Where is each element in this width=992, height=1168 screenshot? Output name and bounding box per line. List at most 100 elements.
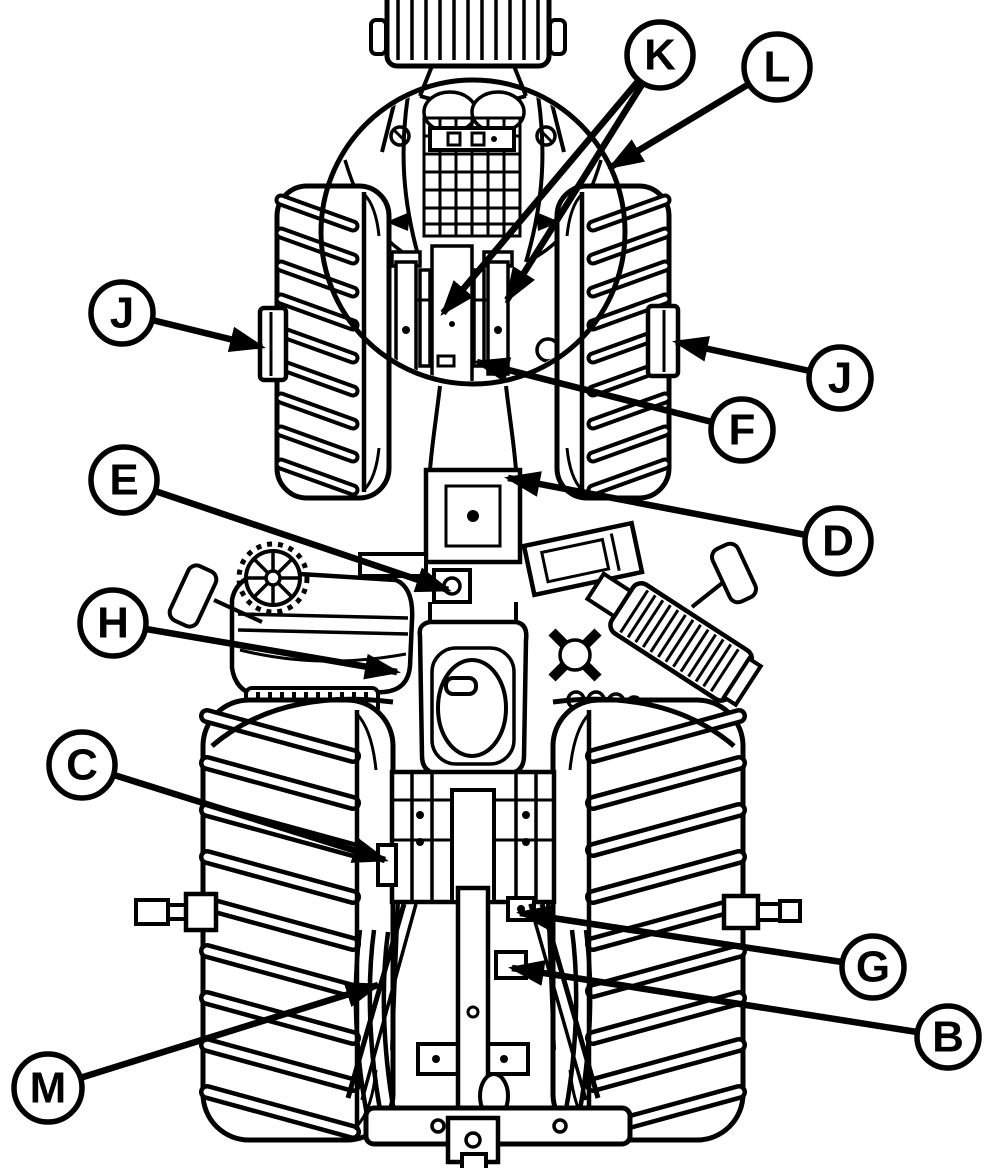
- callout-letter-C: C: [66, 741, 98, 790]
- center-bolt-2: [449, 321, 455, 327]
- drawbar-tip: [460, 1152, 488, 1168]
- crossbar-bolt-right: [552, 1118, 568, 1134]
- leader-arrow-D: [504, 471, 807, 539]
- left-axle-coupler: [134, 891, 219, 933]
- callout-circle-G: [839, 933, 907, 1001]
- coupler-tip: [134, 898, 170, 926]
- housing-bolt-4: [522, 838, 530, 846]
- left-mirror: [167, 563, 263, 629]
- leader-arrow-H: [145, 625, 401, 680]
- fan-hub: [558, 638, 592, 672]
- coupler-tip: [778, 899, 802, 923]
- right-axle-coupler: [721, 893, 802, 931]
- weight-hook-right: [548, 18, 567, 56]
- transmission-tunnel-sides: [428, 385, 518, 471]
- grease-point-right: [494, 326, 502, 334]
- callout-circle-E: [88, 444, 160, 516]
- callout-letter-H: H: [97, 599, 129, 648]
- detail-circle-outline: [318, 77, 628, 387]
- leader-arrow-M: [79, 981, 382, 1082]
- leader-arrow-G: [516, 904, 843, 966]
- precleaner-disc: [236, 541, 310, 615]
- callout-K: K: [440, 19, 696, 317]
- callout-letter-M: M: [30, 1064, 67, 1113]
- tread-bars-white: [590, 197, 668, 493]
- callout-letter-J-right: J: [828, 354, 852, 403]
- fan-symbol: [548, 628, 602, 682]
- lift-cylinder: [450, 788, 496, 904]
- callout-circle-K: [624, 19, 696, 91]
- center-plate: [436, 354, 456, 368]
- disc-hub: [264, 569, 282, 587]
- housing-bolt-3: [522, 811, 530, 819]
- callout-H: H: [77, 587, 401, 680]
- callout-letter-L: L: [764, 43, 791, 92]
- hood-frame-rails: [380, 94, 566, 263]
- coupler-base: [721, 893, 761, 931]
- mirror-stalk: [690, 578, 728, 609]
- clutch-housing-inner: [444, 484, 502, 548]
- left-axle-flange: [376, 843, 398, 887]
- front-weight-stack: [369, 0, 567, 106]
- leader-arrow-J-left: [151, 316, 266, 352]
- weight-hook-left: [369, 18, 388, 56]
- callout-G: G: [516, 904, 907, 1001]
- muffler-endcap: [721, 655, 764, 708]
- muffler-inlet: [584, 571, 634, 620]
- battery-box-inner: [539, 537, 611, 584]
- callout-letter-E: E: [109, 456, 138, 505]
- callout-circle-J-right: [806, 344, 874, 412]
- crossbar-bolt-left: [430, 1118, 446, 1134]
- callout-circle-M: [11, 1051, 85, 1125]
- tunnel-inner: [430, 646, 516, 766]
- drawbar-hole: [466, 1005, 480, 1019]
- inner-arrow-left: [386, 212, 410, 231]
- lower-link-right-2: [528, 903, 588, 1101]
- support-window-2: [470, 131, 486, 147]
- bolt-slash-right: [537, 127, 555, 145]
- callout-D: D: [504, 471, 874, 577]
- callout-letter-B: B: [932, 1013, 964, 1062]
- left-front-wheel-weight: [257, 305, 289, 383]
- housing-rails: [410, 772, 538, 902]
- tread-bars-white: [589, 712, 743, 1136]
- mirror-paddle: [167, 563, 219, 629]
- weight-block: [257, 305, 289, 383]
- support-dot: [491, 136, 497, 142]
- mirror-paddle: [710, 541, 758, 605]
- drawbar: [455, 885, 491, 1141]
- callout-M: M: [11, 981, 382, 1125]
- cross-plate-left: [358, 552, 428, 578]
- steer-cyl-right: [486, 260, 510, 376]
- leader-arrow-L: [607, 81, 751, 170]
- callout-circle-J-left: [88, 279, 156, 347]
- callout-circle-L: [741, 31, 813, 103]
- leader-arrow-C: [113, 771, 389, 864]
- left-rear-wheel: [199, 697, 396, 1143]
- callout-letter-F: F: [729, 406, 756, 455]
- tractor-illustration: [134, 0, 802, 1168]
- callout-J-left: J: [88, 279, 266, 352]
- callout-circle-D: [802, 505, 874, 577]
- callout-letter-G: G: [856, 943, 890, 992]
- leader-arrow-B: [508, 960, 918, 1036]
- steer-rod-right: [472, 268, 486, 368]
- callout-C: C: [46, 729, 389, 864]
- callout-circle-C: [46, 729, 118, 801]
- coupler-base: [183, 891, 219, 933]
- callout-letter-J-left: J: [110, 289, 134, 338]
- coupler-mid: [166, 903, 188, 921]
- callout-circle-B: [914, 1003, 982, 1071]
- grid-verticals: [438, 118, 506, 236]
- weight-slats: [396, 0, 540, 60]
- rim-curves: [565, 192, 584, 492]
- leader-arrow-E: [153, 487, 452, 594]
- shift-cover-oval: [436, 658, 508, 758]
- leader-arrow-F: [473, 357, 713, 426]
- clevis-pin: [464, 1131, 482, 1149]
- lower-link-left-2: [360, 903, 418, 1101]
- leader-arrow-K-1: [440, 77, 642, 317]
- tunnel-neck: [428, 602, 518, 622]
- left-front-wheel: [274, 183, 392, 501]
